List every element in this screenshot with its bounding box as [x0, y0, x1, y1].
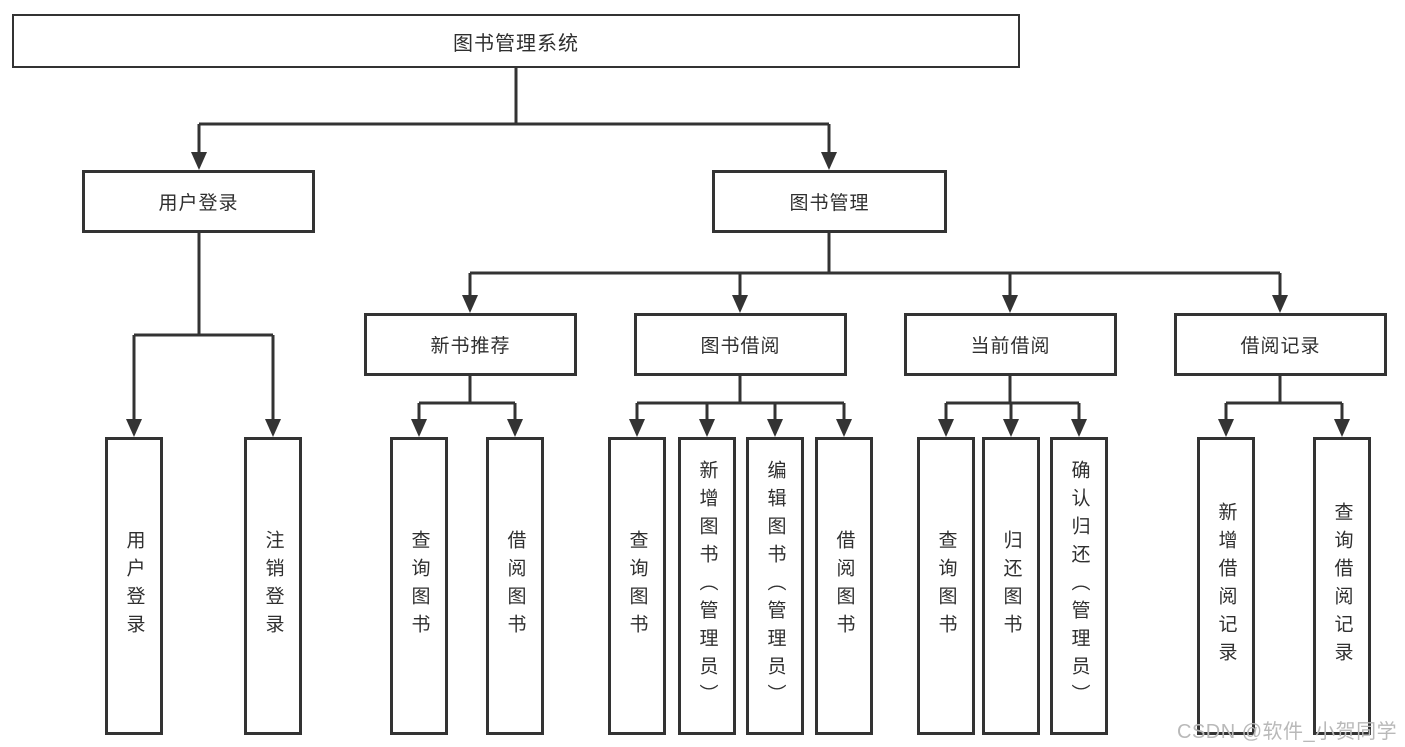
leaf-nbr-query-books: 查询图书: [390, 437, 448, 735]
leaf-user-login: 用户登录: [105, 437, 163, 735]
leaf-bb-add-book-admin: 新增图书（管理员）: [678, 437, 736, 735]
leaf-cb-query-books: 查询图书: [917, 437, 975, 735]
node-current-borrow: 当前借阅: [904, 313, 1117, 376]
node-user-login: 用户登录: [82, 170, 315, 233]
arrow-down-icon: [411, 419, 427, 437]
node-library-management-system: 图书管理系统: [12, 14, 1020, 68]
arrow-down-icon: [938, 419, 954, 437]
leaf-br-query-borrow-record: 查询借阅记录: [1313, 437, 1371, 735]
leaf-bb-borrow-books: 借阅图书: [815, 437, 873, 735]
arrow-down-icon: [462, 295, 478, 313]
node-new-book-recommend: 新书推荐: [364, 313, 577, 376]
arrow-down-icon: [265, 419, 281, 437]
connector-book-borrow-to-leaves: [635, 376, 846, 423]
arrow-down-icon: [1272, 295, 1288, 313]
node-borrow-records: 借阅记录: [1174, 313, 1387, 376]
connector-current-borrow-to-leaves: [944, 376, 1081, 423]
arrow-down-icon: [126, 419, 142, 437]
arrow-down-icon: [1002, 295, 1018, 313]
arrow-down-icon: [836, 419, 852, 437]
leaf-cb-return-books: 归还图书: [982, 437, 1040, 735]
arrow-down-icon: [629, 419, 645, 437]
connector-user-login-to-leaves: [132, 233, 275, 423]
node-book-management: 图书管理: [712, 170, 947, 233]
csdn-watermark: CSDN @软件_小贺同学: [1177, 721, 1398, 743]
leaf-bb-edit-book-admin: 编辑图书（管理员）: [746, 437, 804, 735]
node-book-borrow: 图书借阅: [634, 313, 847, 376]
arrow-down-icon: [821, 152, 837, 170]
arrow-down-icon: [1071, 419, 1087, 437]
connector-book-mgmt-to-level3: [468, 233, 1282, 299]
arrow-down-icon: [1003, 419, 1019, 437]
arrow-down-icon: [767, 419, 783, 437]
arrow-down-icon: [507, 419, 523, 437]
connector-borrow-record-to-leaves: [1224, 376, 1344, 423]
connector-new-book-to-leaves: [417, 376, 517, 423]
arrow-down-icon: [1218, 419, 1234, 437]
leaf-logout: 注销登录: [244, 437, 302, 735]
leaf-nbr-borrow-books: 借阅图书: [486, 437, 544, 735]
leaf-bb-query-books: 查询图书: [608, 437, 666, 735]
connector-root-to-level2: [197, 68, 831, 156]
leaf-br-add-borrow-record: 新增借阅记录: [1197, 437, 1255, 735]
arrow-down-icon: [191, 152, 207, 170]
arrow-down-icon: [699, 419, 715, 437]
leaf-cb-confirm-return-admin: 确认归还（管理员）: [1050, 437, 1108, 735]
arrow-down-icon: [732, 295, 748, 313]
arrow-down-icon: [1334, 419, 1350, 437]
